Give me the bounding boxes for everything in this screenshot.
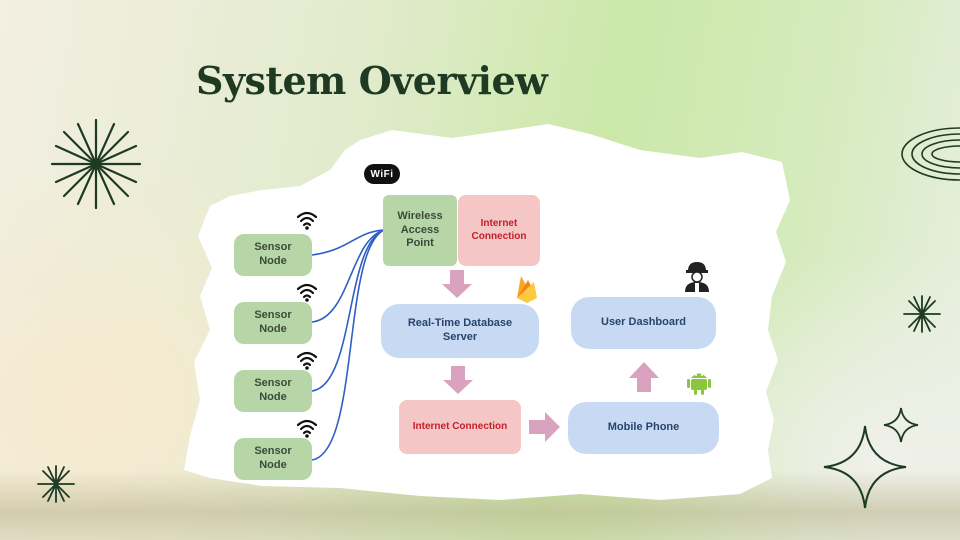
sensor-node-2: Sensor Node bbox=[234, 302, 312, 344]
wifi-icon bbox=[296, 351, 318, 370]
wifi-icon bbox=[296, 419, 318, 438]
arrow-down-1 bbox=[442, 270, 472, 298]
star-outline-icon bbox=[883, 407, 919, 443]
android-icon bbox=[687, 373, 711, 395]
star-outline-icon bbox=[823, 425, 907, 509]
link-sensor-2 bbox=[311, 229, 385, 323]
firebase-icon bbox=[517, 276, 537, 303]
realtime-database-server: Real-Time Database Server bbox=[381, 304, 539, 358]
link-sensor-3 bbox=[311, 229, 385, 392]
wifi-icon bbox=[296, 283, 318, 302]
arrow-right bbox=[529, 412, 560, 442]
arrow-down-2 bbox=[443, 366, 473, 394]
worker-icon bbox=[685, 262, 709, 292]
internet-connection-bottom: Internet Connection bbox=[399, 400, 521, 454]
ring-icon bbox=[901, 127, 960, 181]
mobile-phone: Mobile Phone bbox=[568, 402, 719, 454]
sensor-node-4: Sensor Node bbox=[234, 438, 312, 480]
wireless-access-point: Wireless Access Point bbox=[383, 195, 457, 266]
user-dashboard: User Dashboard bbox=[571, 297, 716, 349]
link-sensor-4 bbox=[311, 229, 385, 461]
page-title: System Overview bbox=[196, 58, 548, 103]
sparkle-icon bbox=[37, 465, 75, 503]
link-sensor-1 bbox=[311, 229, 385, 256]
sparkle-icon bbox=[50, 118, 142, 210]
wifi-logo-icon: WiFi bbox=[364, 164, 400, 184]
sensor-node-3: Sensor Node bbox=[234, 370, 312, 412]
arrow-up bbox=[629, 362, 659, 392]
wifi-icon bbox=[296, 211, 318, 230]
sparkle-icon bbox=[903, 295, 941, 333]
internet-connection-top: Internet Connection bbox=[458, 195, 540, 266]
sensor-node-1: Sensor Node bbox=[234, 234, 312, 276]
